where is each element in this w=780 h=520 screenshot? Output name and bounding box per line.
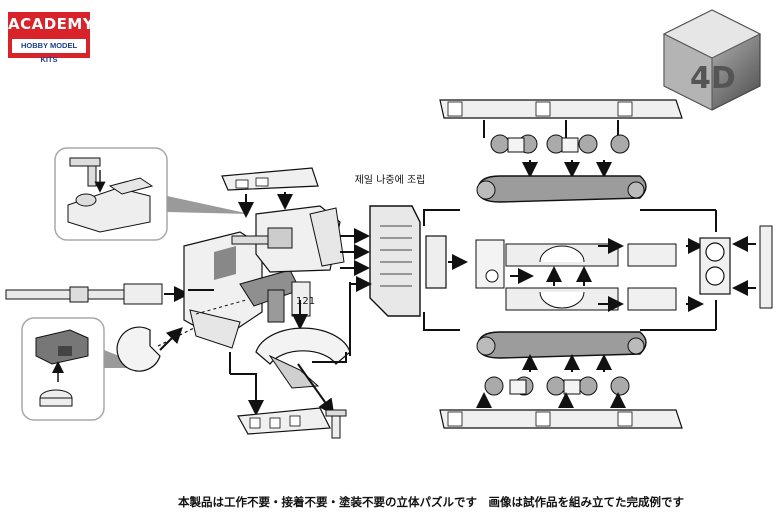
turret-top-part (221, 167, 319, 218)
badge-4d-text: 4D (690, 61, 736, 96)
footer-notice: 本製品は工作不要・接着不要・塗装不要の立体パズルです 画像は試作品を組み立てた完… (178, 495, 684, 509)
hull-lower-shell-part (349, 205, 460, 356)
gun-barrel-part (5, 283, 190, 305)
turret-assembly: 121 (183, 231, 315, 349)
4d-cube-logo-icon: 4D (662, 9, 762, 111)
hatch-detail-inset (21, 317, 150, 421)
upper-fender-part (439, 99, 683, 138)
upper-road-wheels (490, 134, 630, 178)
turret-to-hull-arrows (159, 228, 370, 416)
hull-body-part (425, 235, 704, 312)
assemble-last-label: 제일 나중에 조립 (354, 175, 426, 186)
academy-logo: ACADEMY HOBBY MODEL KITS (8, 12, 95, 64)
mantlet-part (116, 317, 215, 372)
turret-side-block (231, 205, 345, 273)
turret-ring-part (255, 327, 351, 416)
part-number: 121 (296, 296, 315, 307)
turret-base-part (237, 407, 347, 439)
rear-plate-part (699, 225, 773, 309)
turret-detail-inset (54, 147, 250, 241)
lower-road-wheels (476, 376, 630, 408)
logo-brand-text: ACADEMY (8, 15, 95, 33)
lower-track-part (476, 300, 717, 372)
logo-subtitle: HOBBY MODEL KITS (12, 39, 86, 64)
lower-fender-part (439, 409, 683, 429)
upper-track-part (434, 175, 717, 232)
